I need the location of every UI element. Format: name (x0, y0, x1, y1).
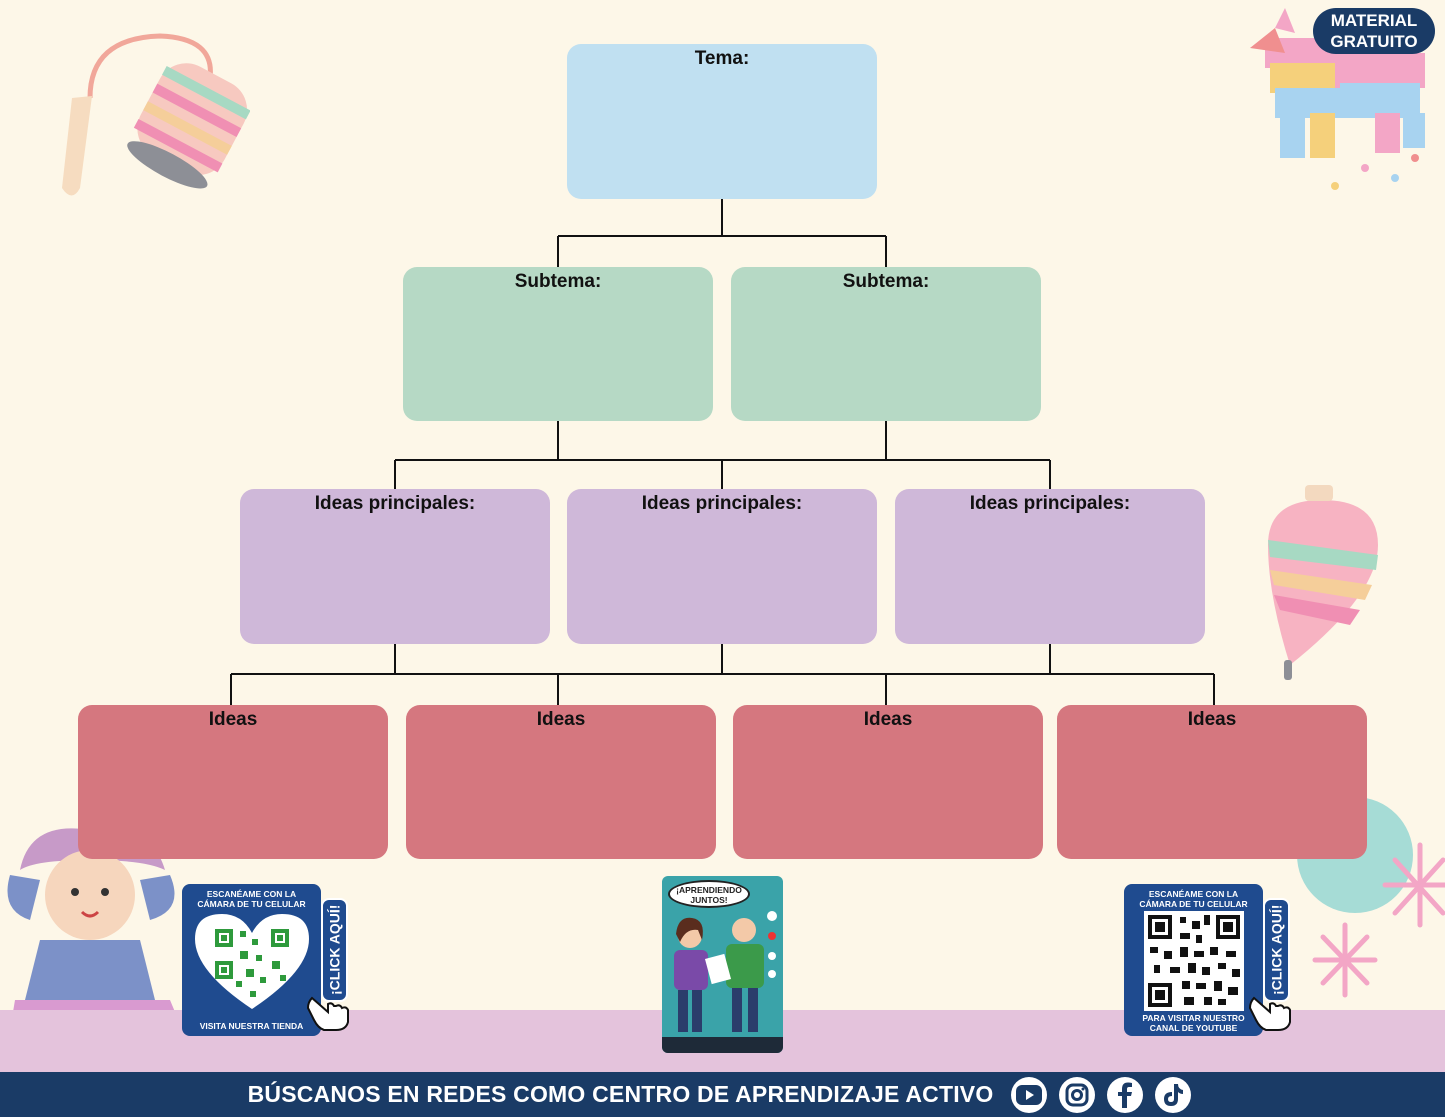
subtema-box-1[interactable]: Subtema: (403, 267, 713, 421)
ideas-box-1[interactable]: Ideas (78, 705, 388, 859)
ideas-box-2[interactable]: Ideas (406, 705, 716, 859)
store-click-here-button[interactable]: ¡CLICK AQUÍ! (321, 898, 348, 1002)
pointer-hand-icon (1248, 996, 1291, 1031)
ideas-box-3[interactable]: Ideas (733, 705, 1043, 859)
youtube-qr-bottom-text: PARA VISITAR NUESTRO CANAL DE YOUTUBE (1142, 1013, 1245, 1033)
subtema-box-2[interactable]: Subtema: (731, 267, 1041, 421)
subtema-title: Subtema: (514, 271, 602, 292)
store-qr-bottom-text: VISITA NUESTRA TIENDA (199, 1021, 304, 1031)
teachers-illustration-icon (674, 911, 777, 1032)
ideas-principales-title: Ideas principales: (641, 493, 803, 514)
qr-code-icon (1143, 911, 1244, 1011)
facebook-icon[interactable] (1107, 1076, 1144, 1113)
tema-title: Tema: (694, 48, 750, 69)
youtube-click-here-button[interactable]: ¡CLICK AQUÍ! (1263, 898, 1290, 1002)
ideas-title: Ideas (863, 709, 913, 730)
badge-line-2: GRATUITO (1330, 32, 1418, 51)
subtema-title: Subtema: (842, 271, 930, 292)
ideas-principales-box-1[interactable]: Ideas principales: (240, 489, 550, 644)
tiktok-icon[interactable] (1155, 1076, 1192, 1113)
phone-speech-bubble: ¡APRENDIENDO JUNTOS! (668, 880, 750, 908)
store-qr-top-text: ESCANÉAME CON LA CÁMARA DE TU CELULAR (197, 889, 306, 909)
ideas-box-4[interactable]: Ideas (1057, 705, 1367, 859)
store-qr-card[interactable]: ESCANÉAME CON LA CÁMARA DE TU CELULAR VI… (182, 884, 321, 1036)
ideas-principales-title: Ideas principales: (314, 493, 476, 514)
pointer-hand-icon (306, 996, 349, 1031)
social-phone-preview[interactable]: ¡APRENDIENDO JUNTOS! (662, 876, 783, 1053)
ideas-principales-title: Ideas principales: (969, 493, 1131, 514)
ideas-principales-box-2[interactable]: Ideas principales: (567, 489, 877, 644)
youtube-qr-top-text: ESCANÉAME CON LA CÁMARA DE TU CELULAR (1139, 889, 1248, 909)
free-material-badge: MATERIAL GRATUITO (1313, 8, 1435, 54)
rattle-decoration-icon (62, 33, 250, 196)
heart-qr-code-icon (194, 914, 309, 1009)
ideas-title: Ideas (1187, 709, 1237, 730)
ideas-principales-box-3[interactable]: Ideas principales: (895, 489, 1205, 644)
spinning-top-decoration-icon (1268, 485, 1378, 680)
badge-line-1: MATERIAL (1330, 11, 1418, 30)
youtube-qr-card[interactable]: ESCANÉAME CON LA CÁMARA DE TU CELULAR PA… (1124, 884, 1263, 1036)
footer-bar: BÚSCANOS EN REDES COMO CENTRO DE APRENDI… (0, 1072, 1445, 1117)
tema-box[interactable]: Tema: (567, 44, 877, 199)
youtube-icon[interactable] (1011, 1076, 1048, 1113)
ideas-title: Ideas (208, 709, 258, 730)
phone-nav-bar (662, 1037, 783, 1053)
instagram-icon[interactable] (1059, 1076, 1096, 1113)
ideas-title: Ideas (536, 709, 586, 730)
footer-text: BÚSCANOS EN REDES COMO CENTRO DE APRENDI… (247, 1081, 994, 1107)
